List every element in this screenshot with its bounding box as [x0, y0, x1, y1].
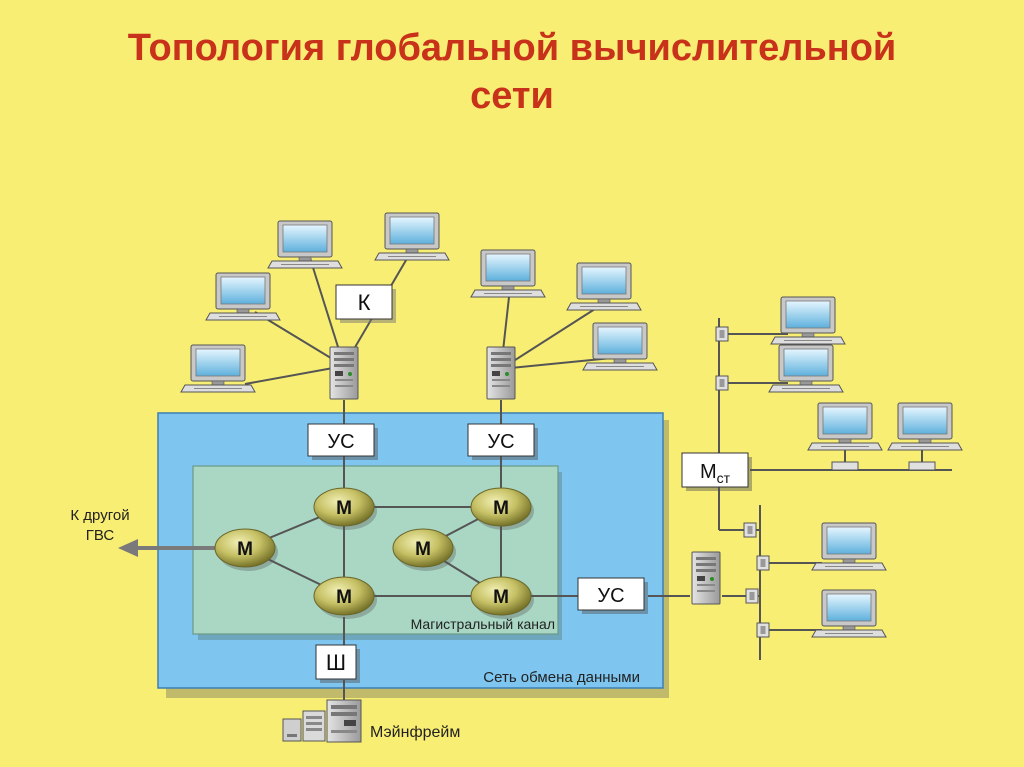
modem-label: М — [493, 587, 509, 608]
workstation-icon — [770, 296, 846, 345]
other-wan-label-1: К другой — [70, 507, 129, 524]
modem-label: М — [415, 539, 431, 560]
modem-node: М — [470, 576, 534, 619]
modem-label: М — [493, 498, 509, 519]
mainframe-label: Мэйнфрейм — [370, 724, 460, 741]
gateway-label: Ш — [326, 650, 346, 675]
modem-label: М — [336, 498, 352, 519]
comm-node-box-center: УС — [467, 423, 538, 460]
data-network-label: Сеть обмена данными — [483, 669, 640, 686]
bus-tap-icon — [756, 555, 770, 571]
modem-node: М — [470, 487, 534, 530]
svg-text:Мст: Мст — [700, 461, 731, 486]
workstation-icon — [887, 402, 963, 451]
station-multiplexer-box: Мст — [681, 452, 752, 491]
station-multiplexer-label: М — [700, 461, 717, 483]
comm-node-box-right: УС — [577, 577, 648, 614]
workstation-icon — [566, 262, 642, 311]
bus-tap-icon — [908, 461, 936, 471]
other-wan-label-2: ГВС — [86, 527, 115, 544]
workstation-icon — [582, 322, 658, 371]
server-tower-icon — [691, 551, 721, 605]
station-multiplexer-subscript: ст — [717, 470, 731, 486]
workstation-icon — [205, 272, 281, 321]
modem-label: М — [336, 587, 352, 608]
bus-tap-icon — [831, 461, 859, 471]
comm-node-label: УС — [487, 431, 514, 453]
bus-tap-icon — [715, 375, 729, 391]
workstation-icon — [807, 402, 883, 451]
slide-title: Топология глобальной вычислительной сети — [0, 24, 1024, 120]
modem-node: М — [313, 576, 377, 619]
comm-node-label: УС — [327, 431, 354, 453]
switch-node-box: К — [335, 284, 396, 323]
modem-label: М — [237, 539, 253, 560]
workstation-icon — [374, 212, 450, 261]
comm-node-label: УС — [597, 585, 624, 607]
mainframe-icon — [282, 699, 362, 743]
bus-tap-icon — [745, 588, 759, 604]
comm-node-box-left: УС — [307, 423, 378, 460]
workstation-icon — [811, 589, 887, 638]
workstation-icon — [180, 344, 256, 393]
server-tower-icon — [329, 346, 359, 400]
bus-tap-icon — [756, 622, 770, 638]
modem-node: М — [392, 528, 456, 571]
modem-node: М — [313, 487, 377, 530]
title-line-1: Топология глобальной вычислительной — [127, 27, 897, 69]
bus-tap-icon — [743, 522, 757, 538]
workstation-icon — [470, 249, 546, 298]
backbone-label: Магистральный канал — [411, 616, 555, 632]
switch-node-label: К — [358, 290, 371, 315]
title-line-2: сети — [470, 75, 554, 117]
server-tower-icon — [486, 346, 516, 400]
workstation-icon — [811, 522, 887, 571]
workstation-icon — [768, 344, 844, 393]
modem-node: М — [214, 528, 278, 571]
workstation-icon — [267, 220, 343, 269]
gateway-box: Ш — [315, 644, 360, 683]
bus-tap-icon — [715, 326, 729, 342]
